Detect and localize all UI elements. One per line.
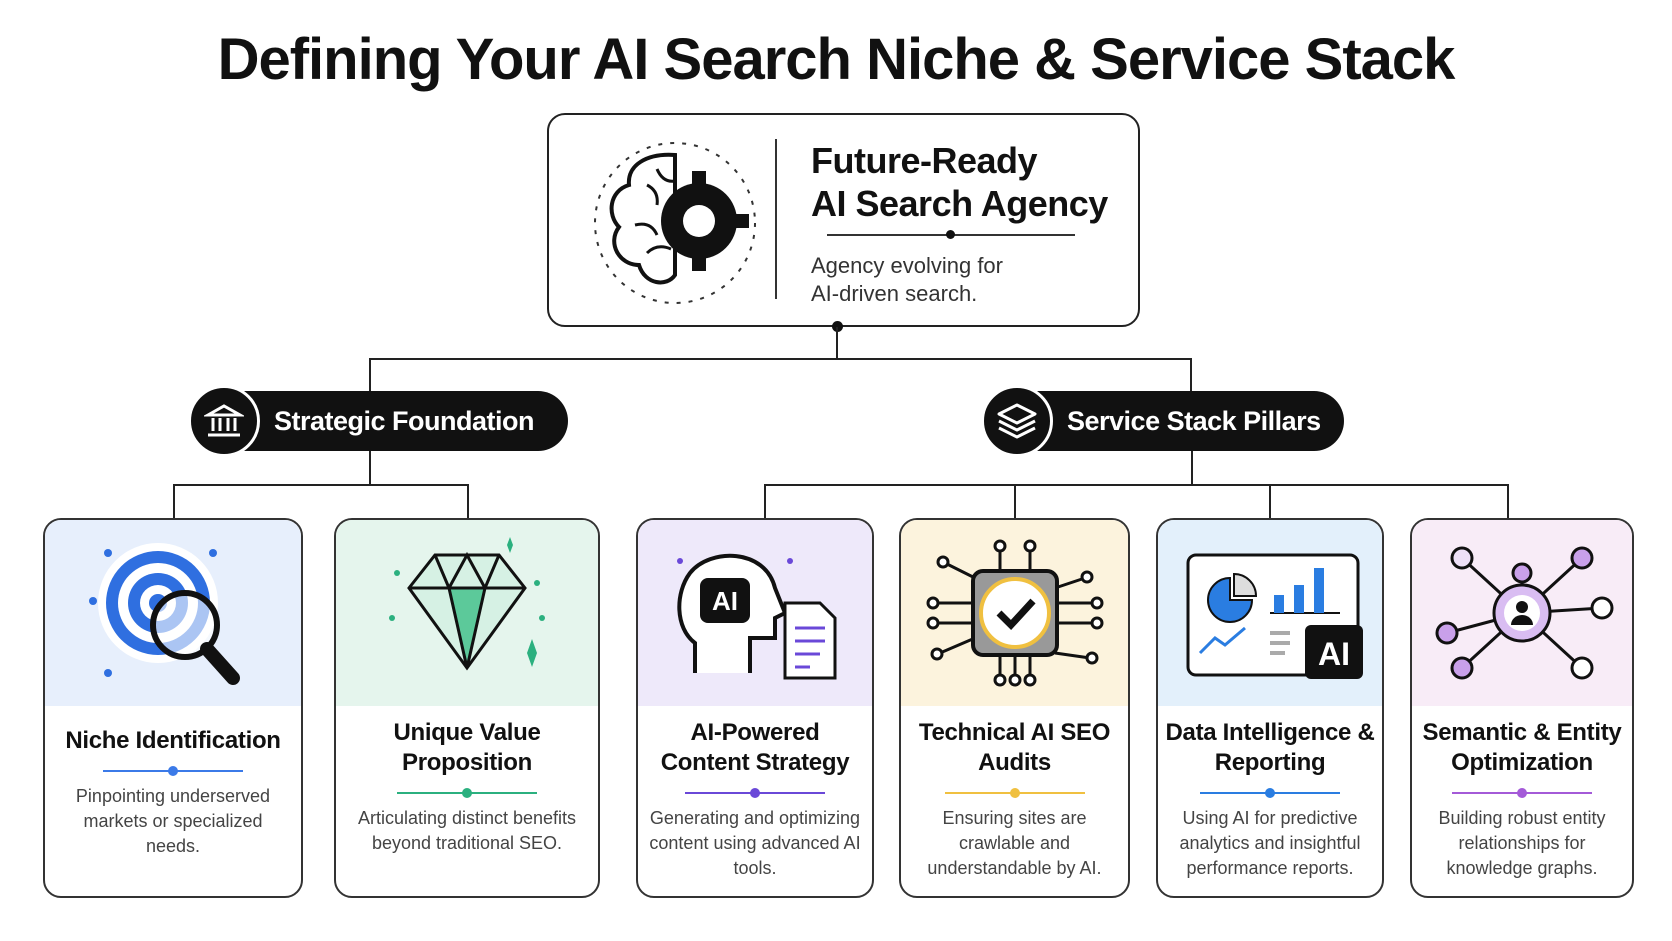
ai-head-document-icon: AI	[638, 520, 872, 706]
bank-icon	[188, 385, 260, 457]
card-divider	[944, 788, 1085, 798]
connector-dot	[832, 321, 843, 332]
card-title: Unique Value Proposition	[393, 719, 541, 776]
card-technical-ai-seo-audits: Technical AI SEO Audits Ensuring sites a…	[899, 518, 1130, 898]
card-divider	[685, 788, 825, 798]
brain-gear-icon	[594, 142, 756, 304]
connector	[1190, 358, 1192, 392]
card-niche-identification: Niche Identification Pinpointing underse…	[43, 518, 303, 898]
card-semantic-entity-optimization: Semantic & Entity Optimization Building …	[1410, 518, 1634, 898]
card-title: Semantic & Entity Optimization	[1422, 719, 1622, 776]
target-magnifier-icon	[45, 520, 301, 706]
ai-badge-label: AI	[1318, 636, 1350, 672]
card-description: Using AI for predictive analytics and in…	[1179, 808, 1361, 878]
connector	[369, 358, 1192, 360]
connector	[173, 484, 175, 519]
card-title: Data Intelligence & Reporting	[1165, 719, 1375, 776]
ai-chip-label: AI	[712, 586, 738, 616]
connector	[467, 484, 469, 519]
connector	[1269, 484, 1271, 519]
chip-check-icon	[901, 520, 1128, 706]
connector	[764, 484, 1509, 486]
card-description: Building robust entity relationships for…	[1438, 808, 1606, 878]
card-description: Articulating distinct benefits beyond tr…	[357, 808, 577, 853]
diamond-icon	[336, 520, 598, 706]
card-divider	[397, 788, 537, 798]
hub-divider	[775, 139, 777, 299]
connector	[369, 358, 371, 392]
entity-network-icon	[1412, 520, 1632, 706]
layers-icon	[981, 385, 1053, 457]
page-title: Defining Your AI Search Niche & Service …	[217, 27, 1456, 92]
card-unique-value-proposition: Unique Value Proposition Articulating di…	[334, 518, 600, 898]
connector	[836, 327, 838, 359]
card-divider	[103, 766, 243, 776]
branch-strategic-foundation: Strategic Foundation	[188, 385, 568, 457]
card-divider	[1200, 788, 1340, 798]
card-title: Technical AI SEO Audits	[918, 719, 1111, 776]
card-title: Niche Identification	[65, 727, 281, 754]
card-data-intelligence-reporting: AI Data Intelligence & Reporting Using A…	[1156, 518, 1384, 898]
card-description: Generating and optimizing content using …	[649, 808, 861, 878]
card-description: Ensuring sites are crawlable and underst…	[927, 808, 1102, 878]
analytics-dashboard-icon: AI	[1158, 520, 1382, 706]
connector	[1507, 484, 1509, 519]
branch-service-stack-pillars: Service Stack Pillars	[981, 385, 1344, 457]
card-description: Pinpointing underserved markets or speci…	[75, 786, 271, 856]
connector	[1191, 450, 1193, 485]
branch-label: Strategic Foundation	[274, 405, 535, 436]
connector	[369, 450, 371, 485]
connector	[1014, 484, 1016, 519]
connector	[173, 484, 469, 486]
card-ai-powered-content-strategy: AI AI-Powered Content Strategy Generatin…	[636, 518, 874, 898]
card-title: AI-Powered Content Strategy	[660, 719, 850, 776]
hub-title-rule	[827, 230, 1075, 239]
card-divider	[1452, 788, 1592, 798]
connector	[764, 484, 766, 519]
branch-label: Service Stack Pillars	[1067, 405, 1321, 436]
